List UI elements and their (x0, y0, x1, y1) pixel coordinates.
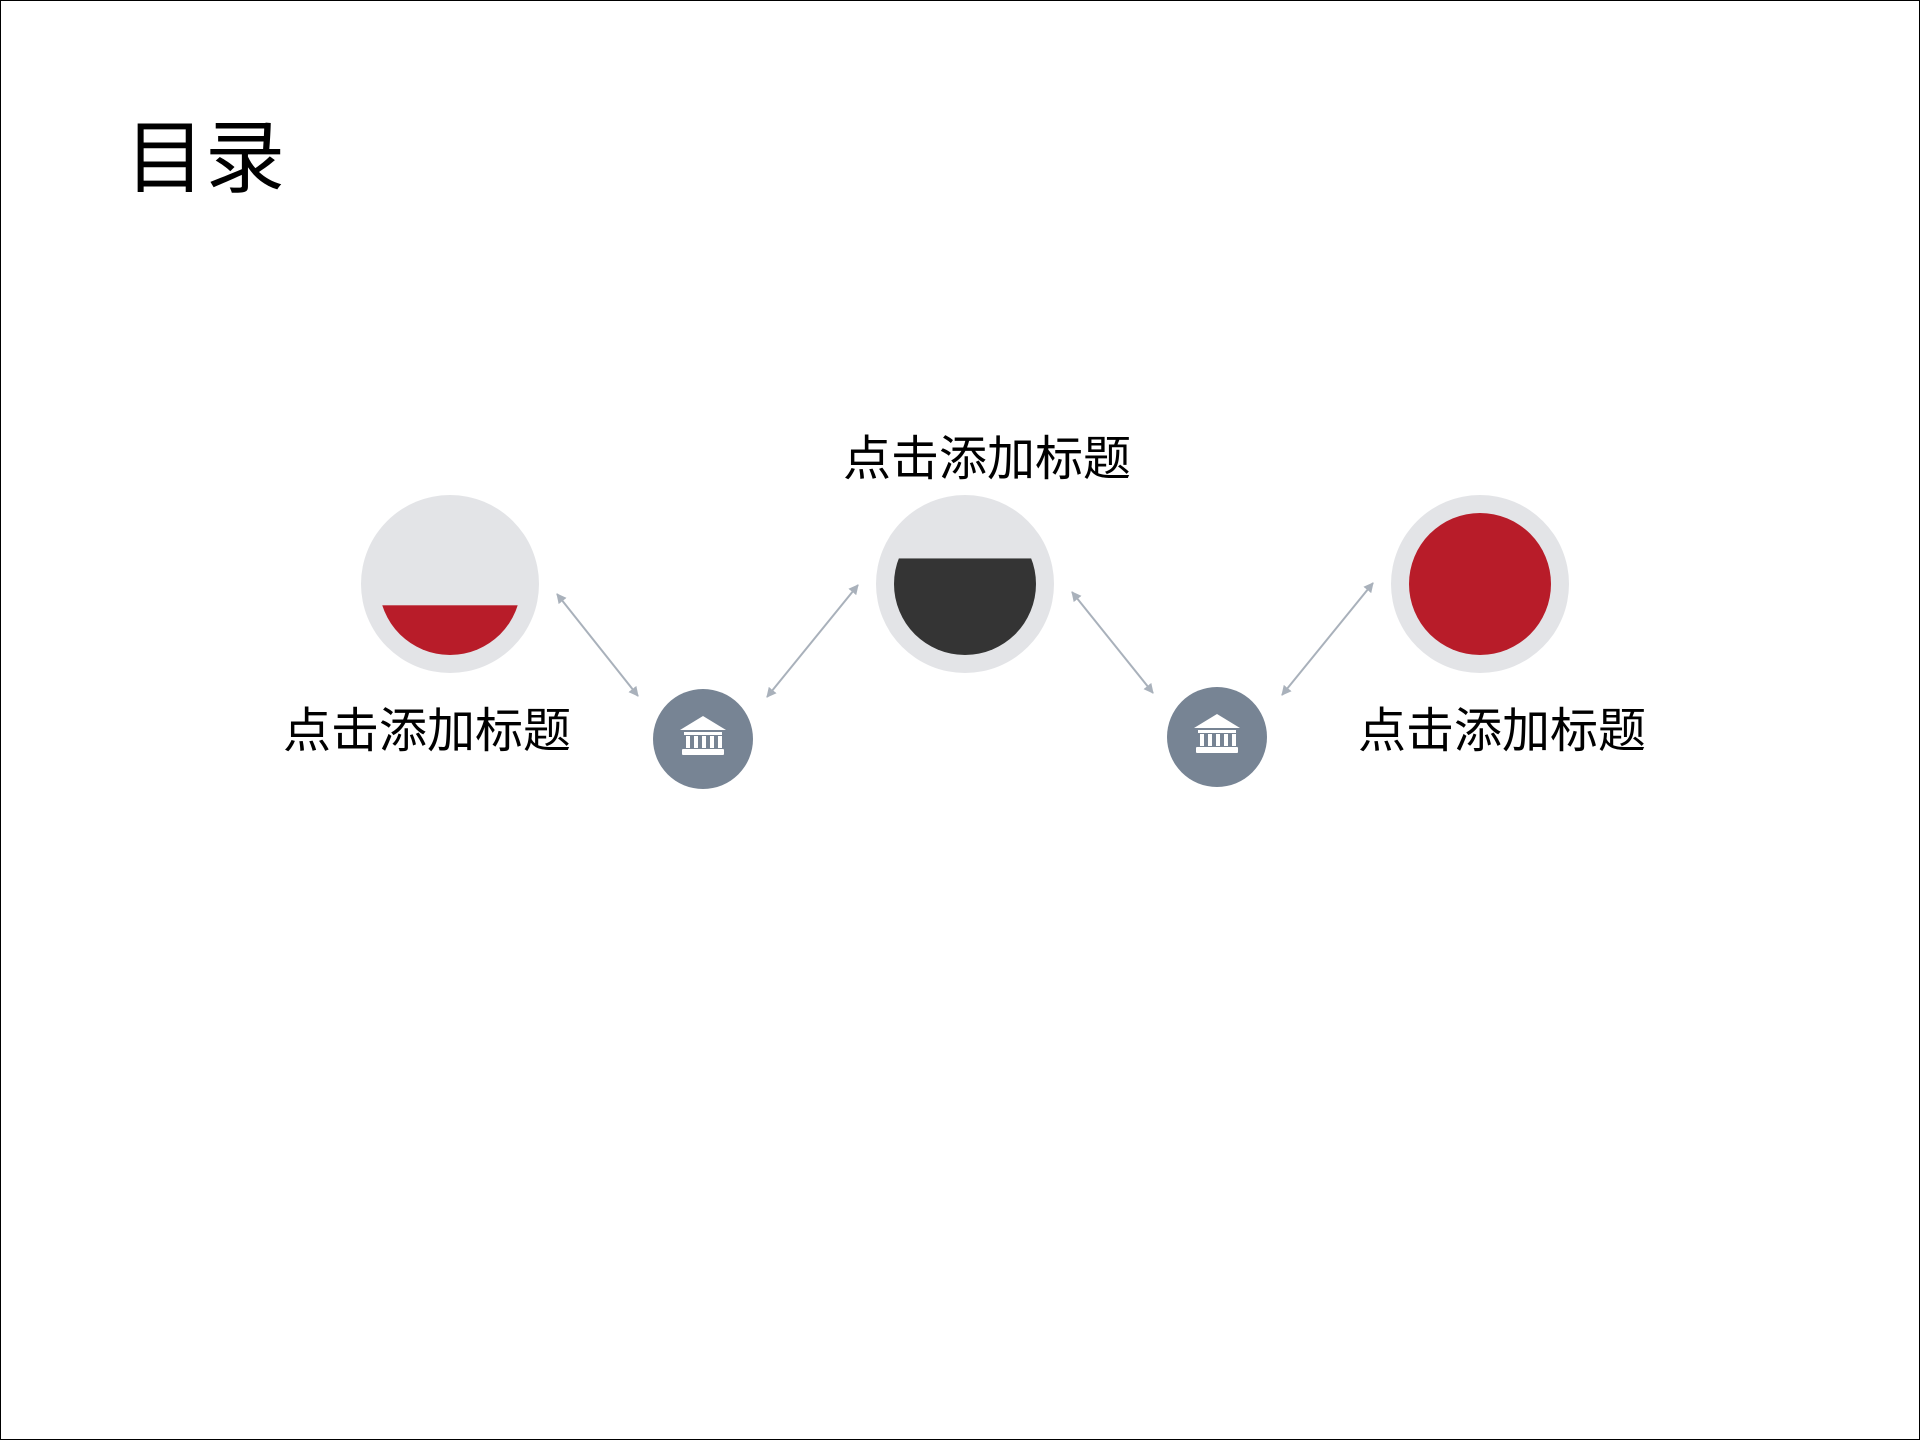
connector-arrow-3 (1071, 591, 1154, 694)
connector-arrow-2 (766, 584, 859, 698)
connector-arrow-1 (556, 593, 639, 697)
toc-item-1[interactable] (361, 495, 539, 673)
connector-node-2 (1167, 687, 1267, 787)
toc-item-3-title[interactable]: 点击添加标题 (1358, 703, 1647, 759)
connector-arrow-4 (1281, 582, 1374, 696)
item-3-level-fill (1409, 513, 1551, 655)
bank-icon (1194, 714, 1240, 753)
bank-icon (680, 716, 726, 755)
toc-item-1-title[interactable]: 点击添加标题 (283, 703, 572, 759)
toc-item-2-title[interactable]: 点击添加标题 (843, 431, 1132, 487)
toc-item-3[interactable] (1391, 495, 1569, 673)
page-title: 目录 (125, 112, 285, 205)
toc-item-2[interactable] (876, 495, 1054, 673)
connector-node-1 (653, 689, 753, 789)
